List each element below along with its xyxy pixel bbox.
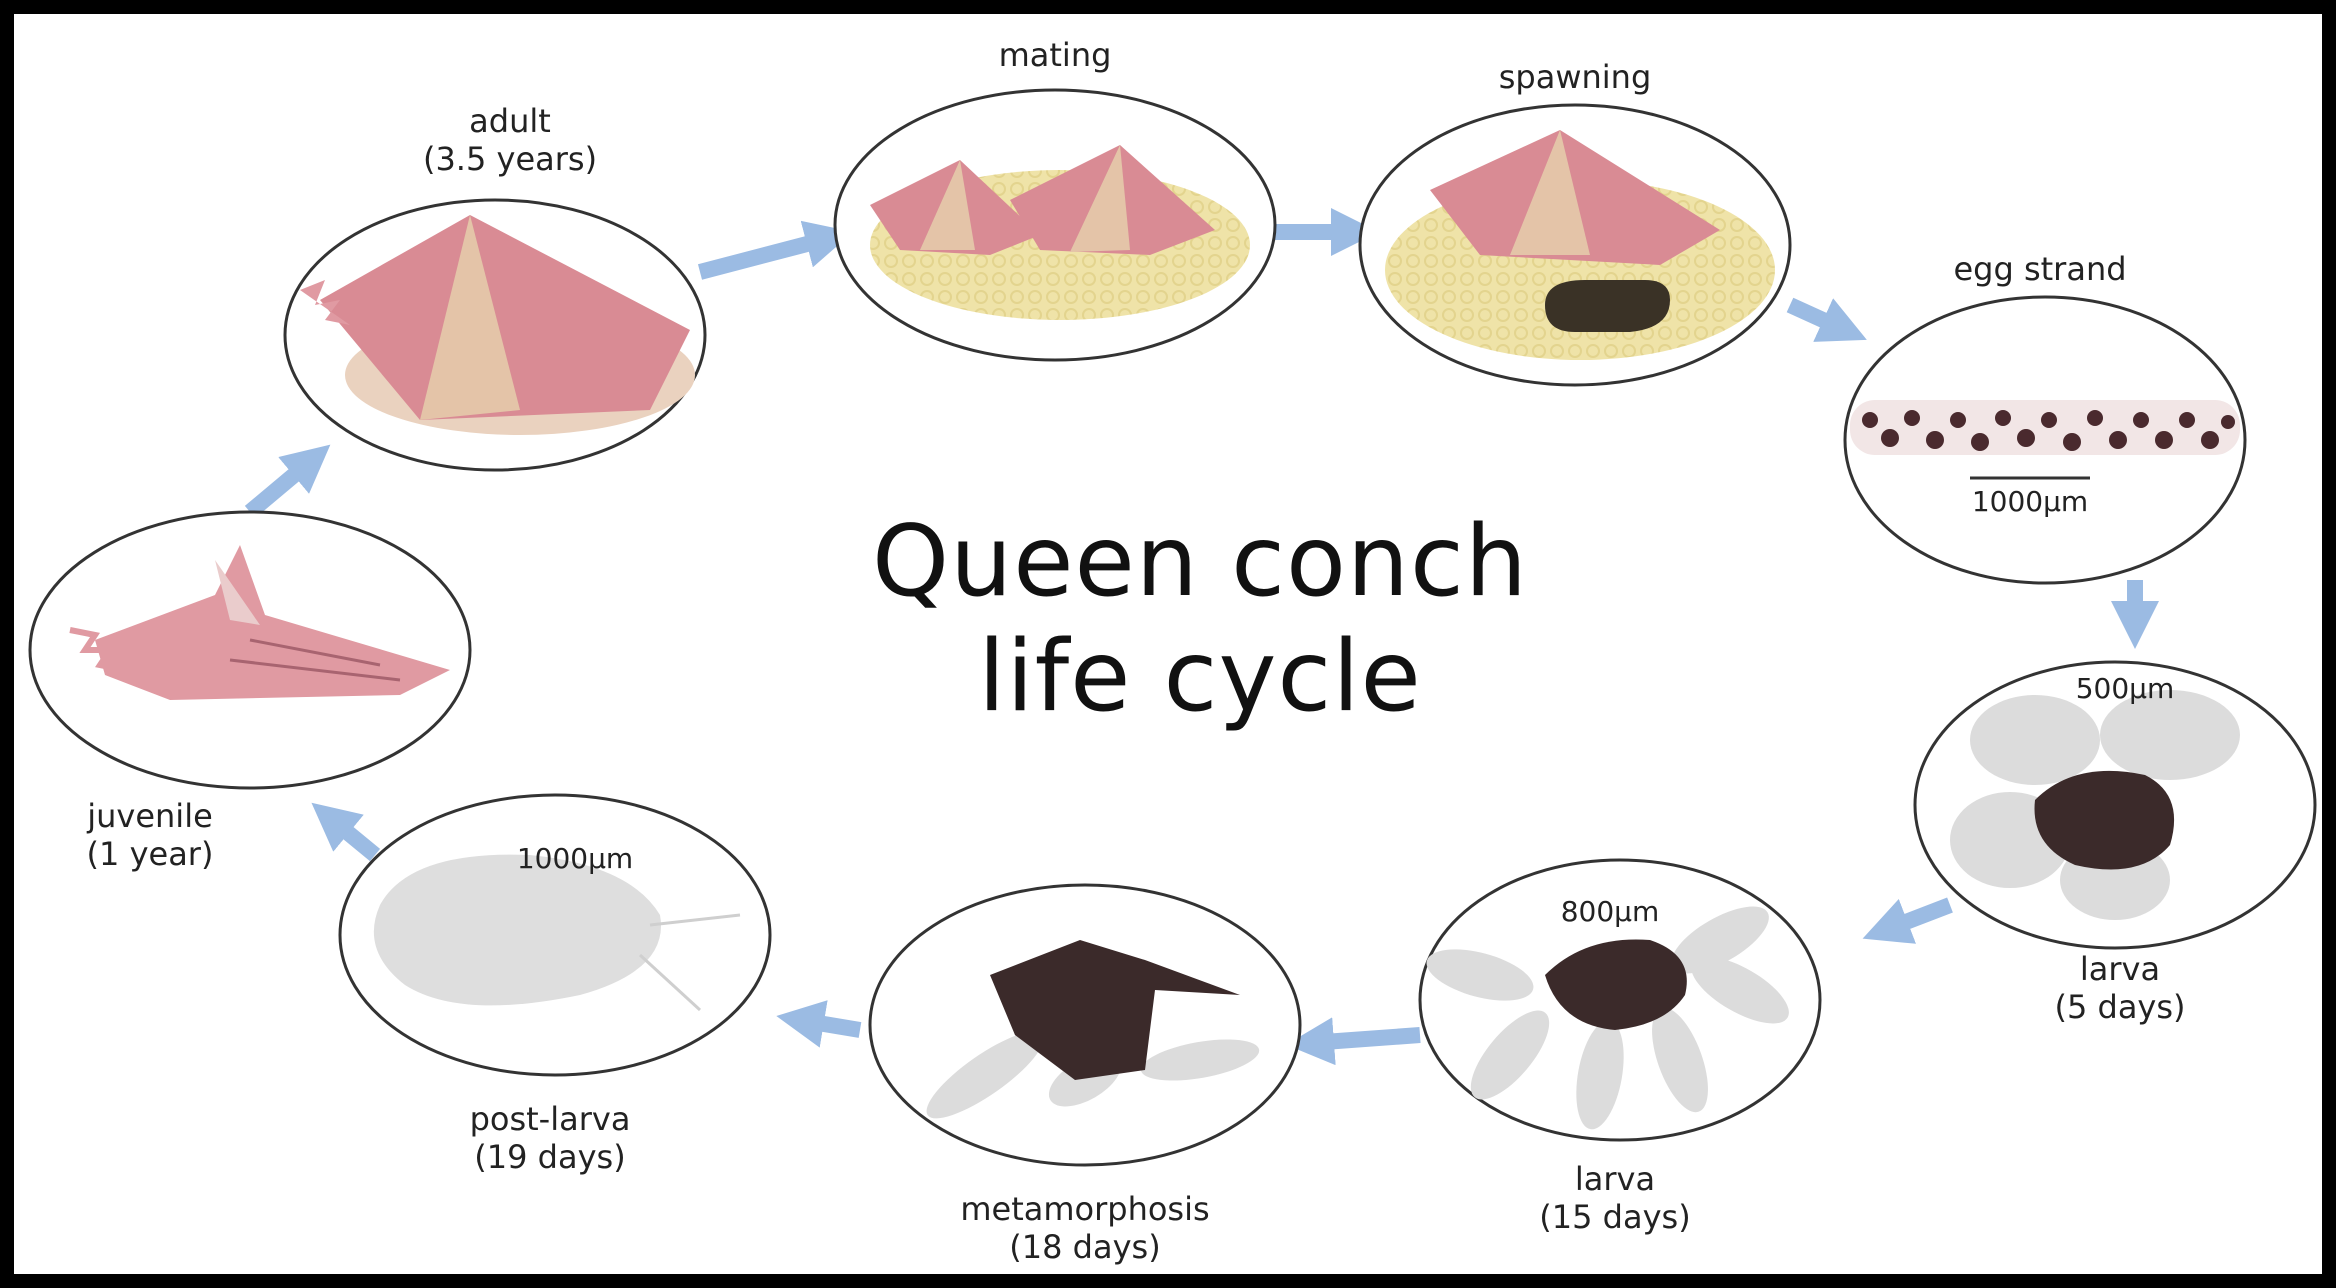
stage-name: larva: [1960, 950, 2280, 988]
arrow-postlarva-to-juvenile: [330, 818, 375, 855]
stage-age: (18 days): [925, 1228, 1245, 1266]
stage-label-larva-5-days: larva (5 days): [1960, 950, 2280, 1026]
stage-age: (1 year): [0, 835, 310, 873]
stage-label-larva-15-days: larva (15 days): [1455, 1160, 1775, 1236]
stage-name: larva: [1455, 1160, 1775, 1198]
stage-post-larva-illustration: [340, 795, 770, 1075]
stage-egg-strand-illustration: [1845, 297, 2245, 583]
scale-label-larva-5-days: 500µm: [2025, 672, 2225, 705]
stage-name: post-larva: [390, 1100, 710, 1138]
stage-age: (5 days): [1960, 988, 2280, 1026]
stage-label-metamorphosis: metamorphosis (18 days): [925, 1190, 1245, 1266]
stage-name: juvenile: [0, 797, 310, 835]
diagram-title: Queen conch life cycle: [700, 505, 1700, 735]
stage-name: metamorphosis: [925, 1190, 1245, 1228]
scale-label-larva-15-days: 800µm: [1510, 895, 1710, 928]
stage-age: (15 days): [1455, 1198, 1775, 1236]
stage-name: mating: [895, 36, 1215, 74]
arrow-larva15-to-metamorphosis: [1310, 1035, 1420, 1043]
stage-label-adult: adult (3.5 years): [350, 102, 670, 178]
stage-metamorphosis-illustration: [870, 885, 1300, 1165]
arrow-metamorphosis-to-postlarva: [800, 1020, 860, 1030]
stage-age: (19 days): [390, 1138, 710, 1176]
stage-label-egg-strand: egg strand: [1880, 250, 2200, 288]
stage-name: adult: [350, 102, 670, 140]
stage-label-spawning: spawning: [1415, 58, 1735, 96]
stage-name: egg strand: [1880, 250, 2200, 288]
stage-juvenile-illustration: [30, 512, 470, 788]
scale-label-egg-strand: 1000µm: [1930, 485, 2130, 518]
stage-label-juvenile: juvenile (1 year): [0, 797, 310, 873]
arrow-juvenile-to-adult: [250, 460, 312, 512]
stage-adult-illustration: [285, 200, 705, 470]
title-line-1: Queen conch: [700, 505, 1700, 620]
stage-age: (3.5 years): [350, 140, 670, 178]
arrow-adult-to-mating: [700, 238, 830, 272]
stage-label-post-larva: post-larva (19 days): [390, 1100, 710, 1176]
arrow-spawning-to-eggstrand: [1790, 305, 1845, 330]
stage-name: spawning: [1415, 58, 1735, 96]
stage-spawning-illustration: [1360, 105, 1790, 385]
stage-label-mating: mating: [895, 36, 1215, 74]
arrow-larva5-to-larva15: [1885, 905, 1950, 930]
scale-label-post-larva: 1000µm: [475, 842, 675, 875]
stage-mating-illustration: [835, 90, 1275, 360]
title-line-2: life cycle: [700, 620, 1700, 735]
